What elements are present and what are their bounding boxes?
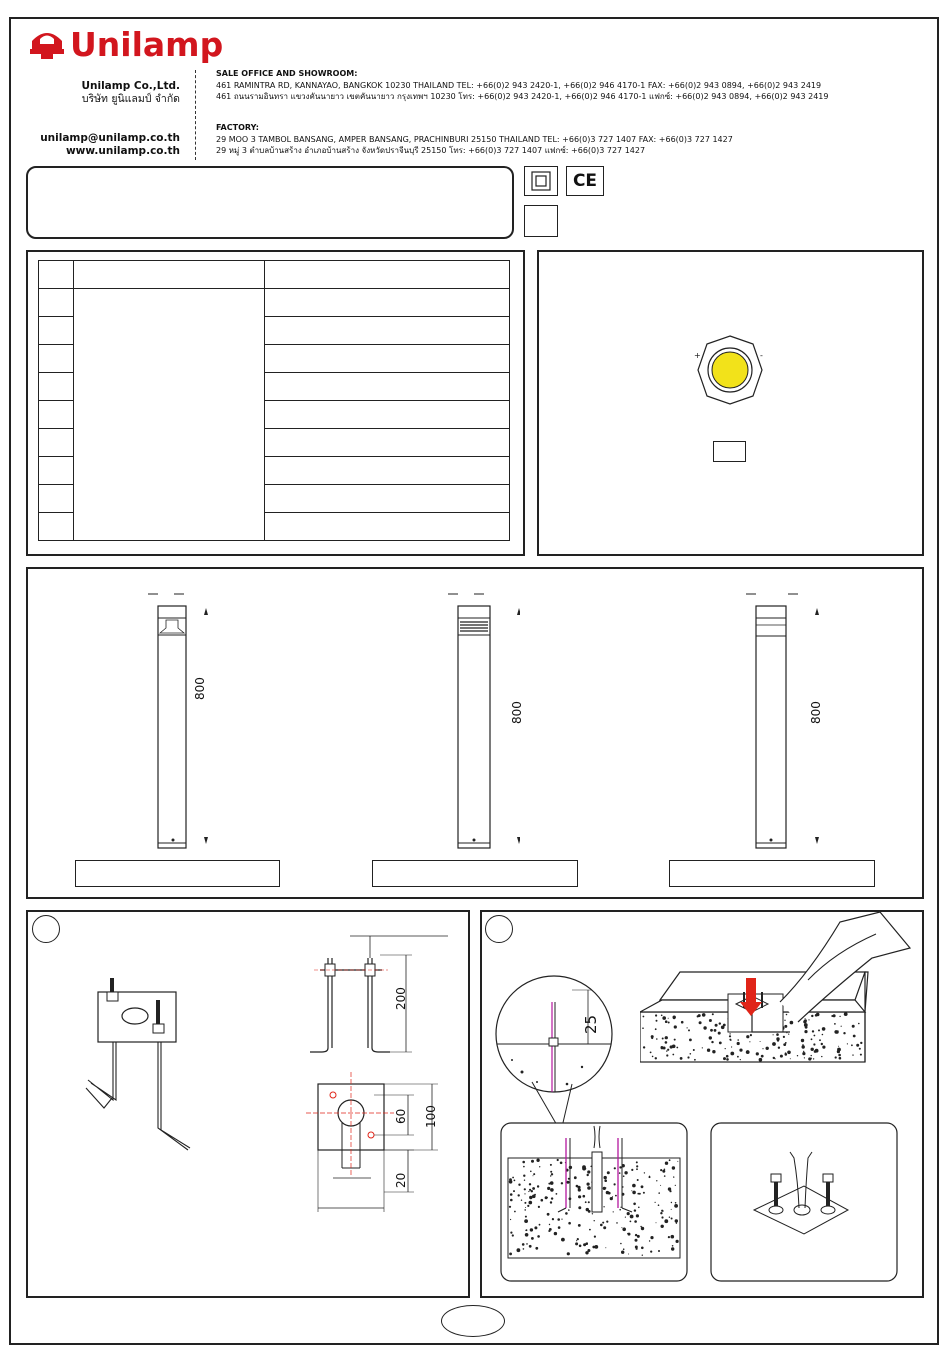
brand-logo: Unilamp	[28, 24, 224, 64]
table-cell	[264, 428, 510, 457]
brand-name: Unilamp	[70, 24, 224, 64]
company-name-th: บริษัท ยูนิแลมป์ จำกัด	[81, 93, 180, 105]
lamp-logo-icon	[30, 33, 64, 59]
ce-mark-label: CE	[572, 171, 598, 191]
company-name-en: Unilamp Co.,Ltd.	[81, 80, 180, 92]
table-cell	[264, 316, 510, 345]
step-marker-b	[485, 915, 513, 943]
table-row	[38, 512, 510, 541]
concrete-pour-drawing	[640, 912, 912, 1063]
led-minus-label: -	[760, 351, 763, 360]
height-dimension-label-1: 800	[193, 677, 207, 700]
ce-mark: CE	[566, 166, 604, 196]
table-cell	[38, 512, 74, 541]
table-cell	[38, 288, 74, 317]
header-divider	[195, 70, 196, 160]
factory-block: FACTORY: 29 MOO 3 TAMBOL BANSANG, AMPER …	[216, 122, 733, 157]
sale-office-heading: SALE OFFICE AND SHOWROOM:	[216, 69, 358, 78]
table-cell	[38, 372, 74, 401]
table-row	[38, 400, 510, 429]
table-cell	[264, 400, 510, 429]
led-plus-label: +	[694, 351, 701, 360]
table-row	[38, 428, 510, 457]
led-panel	[537, 250, 924, 556]
installation-panel	[480, 910, 924, 1298]
plate-width-label: 100	[424, 1105, 438, 1128]
offset-label: 20	[394, 1172, 408, 1188]
table-row	[38, 288, 510, 541]
table-cell	[38, 428, 74, 457]
ip-rating-box	[524, 205, 558, 237]
table-row	[38, 260, 510, 289]
table-cell	[38, 344, 74, 373]
pour-down-arrow	[740, 978, 762, 1016]
height-dimension-label-2: 800	[510, 701, 524, 724]
led-chip-icon	[697, 335, 763, 405]
table-cell	[38, 316, 74, 345]
spec-table	[38, 260, 510, 541]
anchor-bolt-side-dimension	[310, 935, 448, 1053]
table-cell	[264, 456, 510, 485]
spec-panel	[26, 250, 525, 556]
table-cell	[264, 512, 510, 541]
hole-spacing-label: 60	[394, 1108, 408, 1124]
page-frame	[9, 17, 939, 1345]
product-views-panel	[26, 567, 924, 899]
page-number-oval	[441, 1305, 505, 1337]
company-email[interactable]: unilamp@unilamp.co.th	[40, 132, 180, 144]
height-dimension-label-3: 800	[809, 701, 823, 724]
bollard-view-2	[448, 593, 520, 849]
step-marker-a	[32, 915, 60, 943]
wire-connection-drawing	[710, 1122, 898, 1282]
table-cell	[38, 484, 74, 513]
model-label-box-1	[75, 860, 280, 887]
embed-depth-label: 25	[582, 1014, 600, 1034]
led-emitter	[711, 351, 749, 389]
company-website[interactable]: www.unilamp.co.th	[65, 145, 180, 157]
table-cell	[264, 484, 510, 513]
table-cell	[264, 260, 510, 289]
table-cell-merged	[73, 288, 265, 541]
table-row	[38, 316, 510, 345]
model-label-box-3	[669, 860, 875, 887]
table-cell	[264, 344, 510, 373]
company-contact-block: unilamp@unilamp.co.th www.unilamp.co.th	[20, 132, 180, 158]
table-cell	[38, 400, 74, 429]
bollard-view-1	[148, 593, 208, 849]
table-cell	[264, 372, 510, 401]
led-label-box	[713, 441, 746, 462]
concrete-texture	[508, 1158, 679, 1256]
table-row	[38, 372, 510, 401]
embed-depth-detail	[495, 975, 613, 1128]
anchor-bolt-isometric	[85, 978, 191, 1151]
base-plate-plan-dimension	[306, 1072, 438, 1212]
sale-office-address-en: 461 RAMINTRA RD, KANNAYAO, BANGKOK 10230…	[216, 80, 822, 90]
product-title-box	[26, 166, 514, 239]
model-label-box-2	[372, 860, 578, 887]
sale-office-block: SALE OFFICE AND SHOWROOM: 461 RAMINTRA R…	[216, 68, 829, 103]
company-name-block: Unilamp Co.,Ltd. บริษัท ยูนิแลมป์ จำกัด	[40, 80, 180, 106]
table-cell	[264, 288, 510, 317]
anchor-kit-panel	[26, 910, 470, 1298]
concrete-section-drawing	[500, 1122, 688, 1282]
factory-address-en: 29 MOO 3 TAMBOL BANSANG, AMPER BANSANG, …	[216, 134, 733, 144]
sale-office-address-th: 461 ถนนรามอินทรา แขวงคันนายาว เขตคันนายา…	[216, 92, 829, 101]
factory-address-th: 29 หมู่ 3 ตำบลบ้านสร้าง อำเภอบ้านสร้าง จ…	[216, 146, 646, 155]
factory-heading: FACTORY:	[216, 123, 259, 132]
bolt-length-label: 200	[394, 987, 408, 1010]
table-cell	[73, 260, 265, 289]
bollard-view-3	[746, 593, 819, 849]
table-cell	[38, 456, 74, 485]
table-cell	[38, 260, 74, 289]
class-ii-mark	[524, 166, 558, 196]
class-ii-icon	[531, 171, 551, 191]
